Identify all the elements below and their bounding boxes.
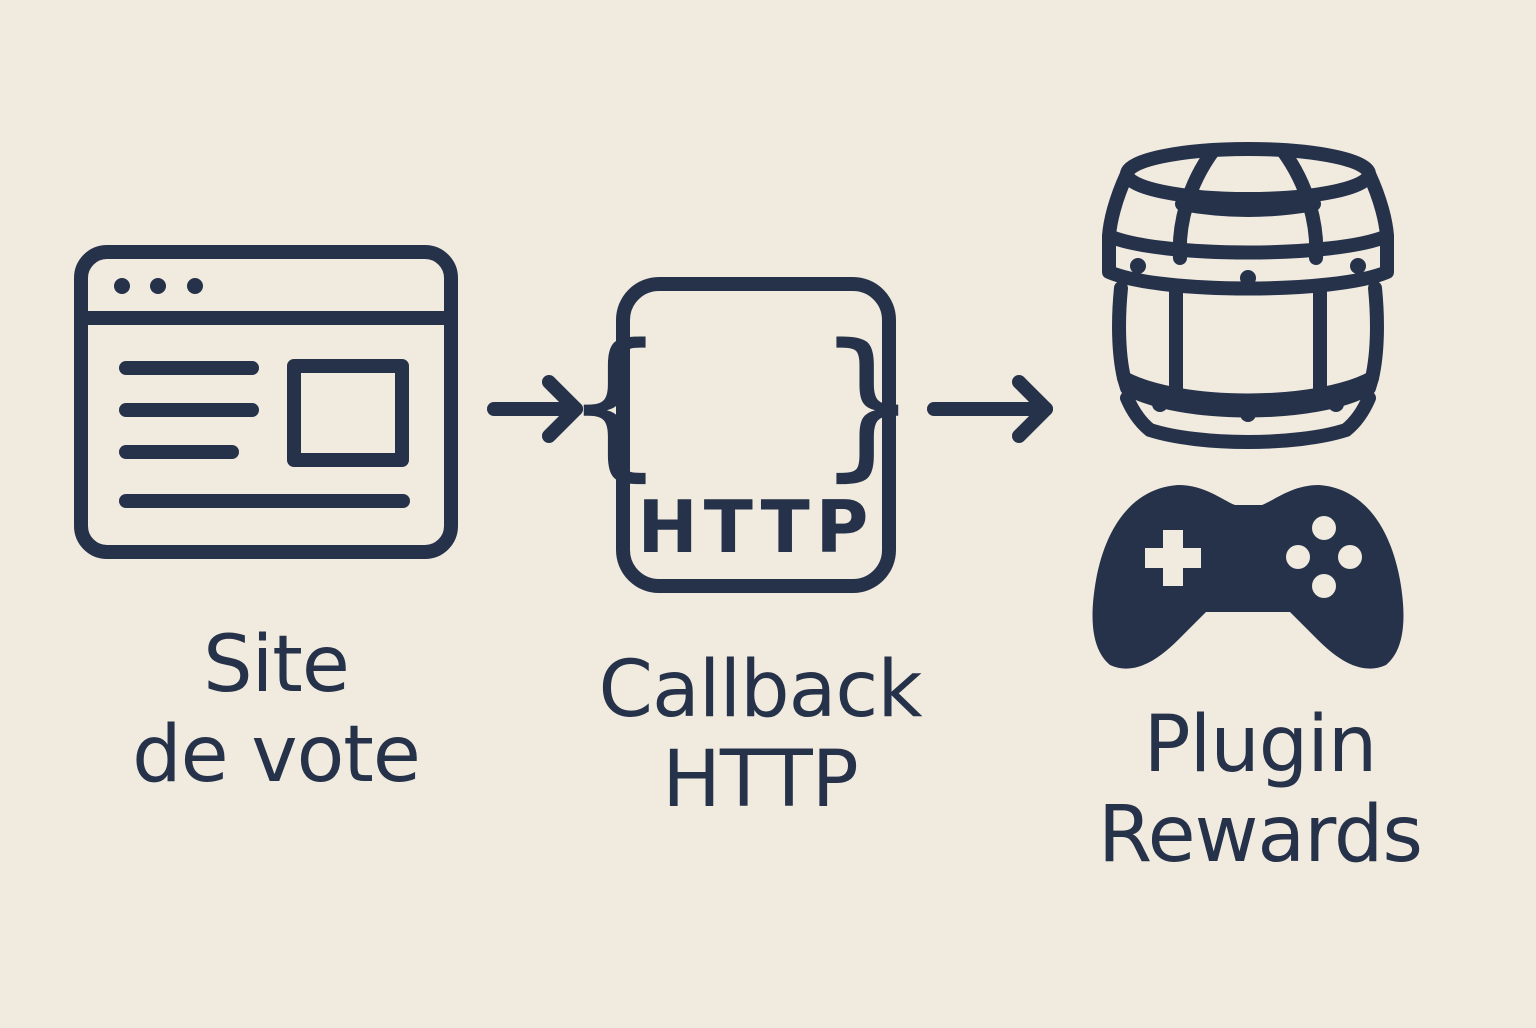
callback-label-line-2: HTTP [662,735,859,825]
callback-label: Callback HTTP [560,645,960,825]
plugin-label: Plugin Rewards [1060,700,1460,880]
braces-glyph: { } [567,309,946,496]
site-label-line-1: Site [203,620,350,710]
site-label: Site de vote [96,620,456,800]
browser-window-icon [74,245,458,559]
arrow-right-icon [927,375,1053,443]
barrel-icon [1102,142,1394,449]
plugin-label-line-2: Rewards [1097,790,1423,880]
plugin-label-line-1: Plugin [1143,700,1378,790]
arrow-right-icon [487,375,583,443]
code-braces-icon: { } HTTP [567,277,946,593]
callback-label-line-1: Callback [598,645,923,735]
http-icon-text: HTTP [638,485,875,569]
gamepad-icon [1092,485,1404,669]
site-label-line-2: de vote [132,710,421,800]
